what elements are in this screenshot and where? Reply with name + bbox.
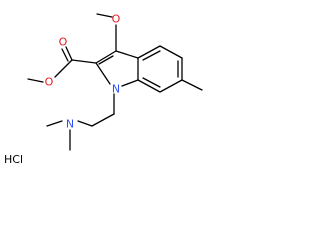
bond-c2-carbonyl (71, 59, 97, 64)
carbonyl-oxygen-label: O (59, 36, 68, 49)
bond-c3-c2 (95, 50, 117, 64)
ester-oxygen-label: O (45, 76, 54, 89)
bond-ester-o-ch3 (27, 78, 44, 83)
methoxy-oxygen-label: O (112, 13, 121, 26)
salt-label: HCl (4, 153, 24, 166)
bond-c3-c3a (115, 50, 139, 59)
amine-nitrogen-label: N (66, 118, 74, 131)
bond-c2-n1 (95, 62, 111, 85)
bond-n1-c7a (121, 79, 139, 87)
bond-c7-c7a (137, 79, 161, 93)
bond-c6-methyl (181, 79, 203, 91)
atom-labels: O O O N N (45, 13, 121, 131)
indole-nitrogen-label: N (112, 83, 120, 96)
bond-carbonyl-o-second (61, 48, 69, 62)
bond-c3a-c4 (137, 45, 161, 59)
structure-diagram: O O O N N (27, 13, 203, 151)
bond-c6-c7 (159, 79, 183, 93)
bond-ch2-n (77, 120, 93, 127)
bond-c3-c2-inner (98, 55, 114, 65)
bond-c7-c7a-inner (142, 77, 161, 88)
bonds (27, 13, 203, 151)
bond-c4-c5 (159, 45, 183, 59)
bond-ch2-ch2 (91, 113, 115, 127)
bond-carbonyl-ester-o (54, 59, 73, 78)
bond-n-methyl-up (46, 120, 63, 127)
bond-methoxy-ch3-o (96, 13, 113, 18)
bond-c3a-c4-inner (142, 50, 161, 61)
bond-carbonyl-o (65, 46, 73, 61)
